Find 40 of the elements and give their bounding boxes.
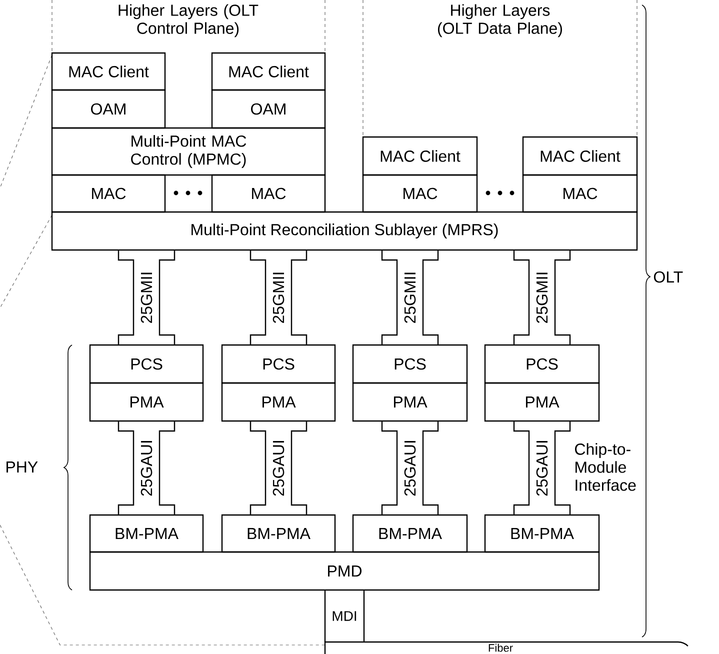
layer-box: PMD xyxy=(89,551,600,591)
layer-box: MAC Client xyxy=(211,52,326,91)
interface-connector: 25GAUI xyxy=(381,420,439,516)
layer-box: OAM xyxy=(51,89,166,129)
fiber-box: Fiber xyxy=(324,641,688,654)
layer-box: MAC xyxy=(362,174,478,213)
layer-box: OAM xyxy=(211,89,326,129)
layer-box: Multi-Point Reconciliation Sublayer (MPRS) xyxy=(51,211,638,251)
interface-label: Chip-to-Module Interface xyxy=(575,443,636,491)
side-label: PHY xyxy=(6,462,38,472)
plane-label: Higher Layers (OLT Control Plane) xyxy=(118,4,258,38)
interface-connector: 25GAUI xyxy=(250,420,308,516)
layer-box: Multi-Point MAC Control (MPMC) xyxy=(51,127,326,176)
layer-box: PMA xyxy=(484,382,600,422)
side-label: OLT xyxy=(654,271,683,283)
layer-box: MAC xyxy=(522,174,638,213)
layer-box: BM-PMA xyxy=(89,514,204,553)
layer-box: PMA xyxy=(89,382,204,422)
interface-connector: 25GAUI xyxy=(118,420,176,516)
interface-connector: 25GMII xyxy=(250,249,308,346)
layer-box: BM-PMA xyxy=(352,514,468,553)
interface-connector: 25GMII xyxy=(513,249,571,346)
layer-box: MAC xyxy=(211,174,326,213)
layer-box: BM-PMA xyxy=(484,514,600,553)
layer-box: MAC Client xyxy=(362,136,478,176)
layer-box: PMA xyxy=(352,382,468,422)
layer-box: MAC Client xyxy=(51,52,166,91)
plane-label: Higher Layers (OLT Data Plane) xyxy=(438,4,562,38)
layer-box: MAC Client xyxy=(522,136,638,176)
layer-box: MAC xyxy=(51,174,166,213)
layer-box: PCS xyxy=(484,344,600,384)
interface-connector: 25GMII xyxy=(118,249,176,346)
layer-box: BM-PMA xyxy=(221,514,336,553)
interface-box: MDI xyxy=(324,589,365,643)
layer-box: PCS xyxy=(221,344,336,384)
layer-box: PCS xyxy=(352,344,468,384)
layer-box: PMA xyxy=(221,382,336,422)
interface-connector: 25GMII xyxy=(381,249,439,346)
layer-box: PCS xyxy=(89,344,204,384)
interface-connector: 25GAUI xyxy=(513,420,571,516)
